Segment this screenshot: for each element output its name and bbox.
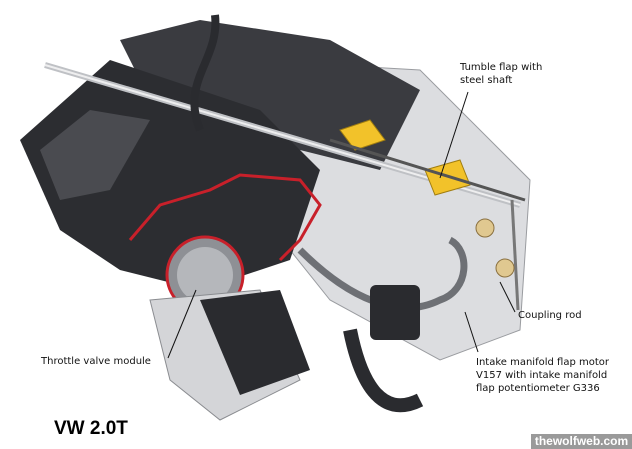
leader-tumble — [439, 91, 469, 179]
label-line: V157 with intake manifold — [476, 370, 608, 381]
cutaway-outline — [128, 173, 322, 262]
leader-flap-motor — [464, 311, 479, 353]
tumble-flap — [339, 119, 386, 151]
hose — [190, 14, 220, 132]
label-tumble-flap: Tumble flap with steel shaft — [460, 61, 542, 87]
leader-coupling — [499, 281, 516, 313]
label-line: Intake manifold flap motor — [476, 357, 609, 368]
label-line: Tumble flap with — [460, 62, 543, 73]
steel-shaft — [329, 138, 526, 202]
label-throttle: Throttle valve module — [41, 356, 151, 367]
label-coupling-rod: Coupling rod — [518, 310, 582, 321]
leader-throttle — [167, 289, 197, 359]
label-line: steel shaft — [460, 75, 513, 86]
label-flap-motor: Intake manifold flap motor V157 with int… — [476, 356, 609, 395]
label-line: flap potentiometer G336 — [476, 383, 600, 394]
coupling-rod-part — [510, 199, 520, 311]
watermark: thewolfweb.com — [531, 434, 632, 449]
diagram-title: VW 2.0T — [54, 418, 128, 439]
flap-motor — [370, 285, 420, 340]
